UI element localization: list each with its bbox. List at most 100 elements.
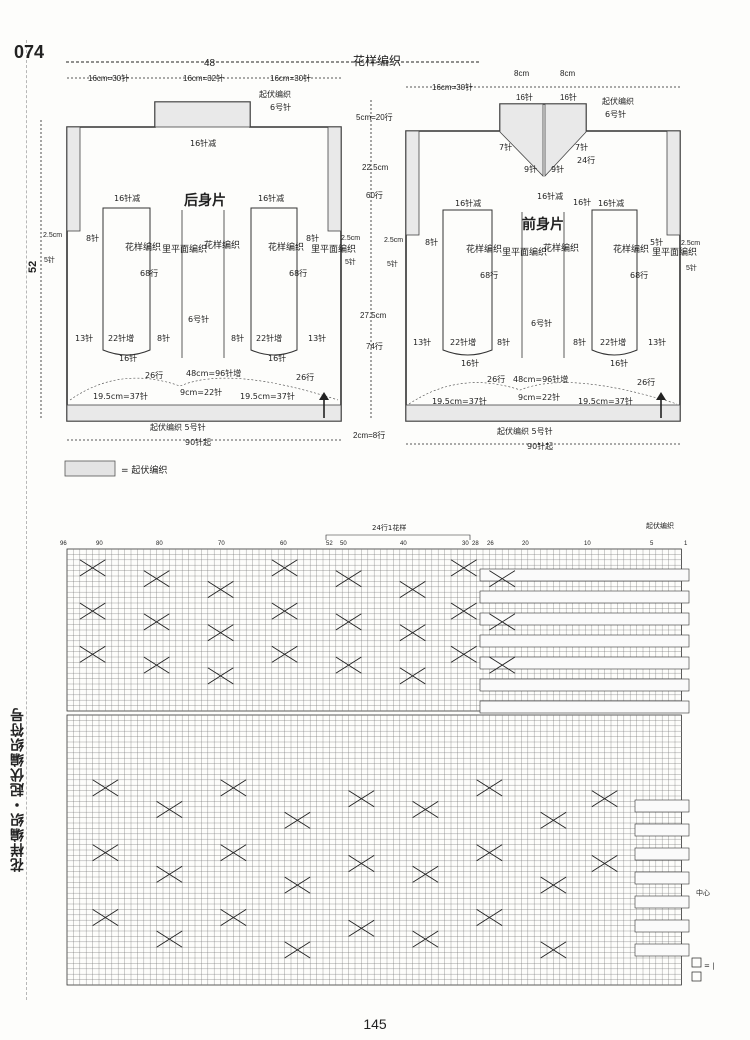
lower-cable-0 xyxy=(92,779,119,797)
back-title: 后身片 xyxy=(184,192,226,209)
front-neck-right-stitches: 16针 xyxy=(560,92,577,102)
lower-cable-3 xyxy=(156,801,183,818)
front-pattern-center: 花样编织 xyxy=(543,242,579,254)
upper-cable-13 xyxy=(335,613,362,631)
lower-cable-9 xyxy=(284,811,311,829)
front-pattern-left: 花样编织 xyxy=(466,243,502,255)
front-neck-decrease: 16针减 xyxy=(537,191,563,201)
back-armhole-band-left: 2.5cm xyxy=(43,232,62,239)
upper-cable-19 xyxy=(450,602,477,620)
upper-cable-3 xyxy=(143,570,170,588)
garter-tab-0 xyxy=(479,568,690,582)
section-title: 花样编织 xyxy=(353,53,401,68)
back-neck-needle-label: 6号针 xyxy=(270,102,291,112)
back-hem-center: 9cm=22针 xyxy=(180,387,222,397)
chart-column-label: 10 xyxy=(584,541,591,547)
back-cable-panel-left xyxy=(102,207,151,356)
front-neck-stitch-left: 7针 xyxy=(499,142,512,152)
back-shoulder-left: 16cm=30针 xyxy=(88,73,129,83)
front-cable-panel-left xyxy=(442,209,493,356)
repeat-bracket xyxy=(325,534,471,540)
back-neck-garter-label: 起伏编织 xyxy=(259,89,291,99)
back-neck-width: 16cm=32针 xyxy=(183,73,224,83)
back-increase-left: 22针增 xyxy=(108,333,134,343)
back-panel-decrease-left: 16针减 xyxy=(114,193,140,203)
lower-cable-15 xyxy=(412,801,439,818)
front-side-right-stitches: 5针 xyxy=(650,237,663,247)
chart-column-label: 28 xyxy=(472,541,479,547)
garter-tab-lower-3 xyxy=(634,871,690,885)
garter-tab-lower-2 xyxy=(634,847,690,861)
front-rows-26-left: 26行 xyxy=(487,374,505,384)
upper-cable-7 xyxy=(207,624,234,642)
front-stockinette-right: 里平面编织 xyxy=(652,246,697,258)
middle-measures: 5cm=20行 22.5cm 60行 27.5cm 74行 2cm=8行 xyxy=(353,100,393,440)
garter-tab-3 xyxy=(479,634,690,648)
upper-cable-2 xyxy=(79,645,106,663)
garter-tab-lower-5 xyxy=(634,919,690,933)
upper-cable-23 xyxy=(489,656,516,674)
back-center-needle: 6号针 xyxy=(188,314,209,324)
upper-cable-16 xyxy=(399,624,426,642)
front-pattern-right: 花样编织 xyxy=(613,243,649,255)
back-neck-decrease: 16针减 xyxy=(190,138,216,148)
back-bottom-right: 16针 xyxy=(268,353,286,363)
lower-cable-6 xyxy=(220,779,247,797)
upper-cable-12 xyxy=(335,570,362,588)
front-cast-on: 90针起 xyxy=(527,441,553,451)
lower-cable-8 xyxy=(220,909,247,926)
garter-tab-2 xyxy=(479,612,690,626)
lower-cable-13 xyxy=(348,855,375,872)
back-rows-left: 68行 xyxy=(140,268,158,278)
chart-column-label: 5 xyxy=(650,541,654,547)
front-armhole-band-left: 2.5cm xyxy=(384,237,403,244)
back-side-right-stitches: 8针 xyxy=(306,233,319,243)
garter-tab-lower-0 xyxy=(634,799,690,813)
repeat-label: 24行1花样 xyxy=(372,523,406,532)
symbol-knit-box xyxy=(691,957,702,968)
upper-cable-5 xyxy=(143,656,170,674)
page-number: 145 xyxy=(363,1016,387,1032)
chart-column-label: 60 xyxy=(280,541,287,547)
upper-cable-0 xyxy=(79,559,106,577)
back-mid-right: 8针 xyxy=(231,333,244,343)
chart-column-label: 1 xyxy=(684,541,688,547)
upper-cable-8 xyxy=(207,667,234,685)
garter-chart-label: 起伏编织 xyxy=(646,521,674,530)
chart-column-label: 70 xyxy=(218,541,225,547)
lower-cable-1 xyxy=(92,844,119,862)
garter-tab-4 xyxy=(479,656,690,670)
front-center-needle: 6号针 xyxy=(531,318,552,328)
front-armhole-stitches-left: 5针 xyxy=(387,259,398,268)
upper-cable-18 xyxy=(450,559,477,577)
front-shoulder-left: 16cm=30针 xyxy=(432,82,473,92)
lower-cable-20 xyxy=(476,909,503,926)
garter-tab-lower-6 xyxy=(634,943,690,957)
stitch-chart-lower xyxy=(66,714,690,986)
back-rows-right: 68行 xyxy=(289,268,307,278)
front-neck-band-right xyxy=(544,103,587,178)
front-piece: 16cm=30针 8cm 8cm 16针 16针 起伏编织 6号针 7针 7针 … xyxy=(384,69,700,451)
body-rows: 74行 xyxy=(366,341,383,351)
yoke-rows: 60行 xyxy=(366,190,383,200)
back-mid-left: 8针 xyxy=(157,333,170,343)
front-lower-left: 13针 xyxy=(413,337,431,347)
back-hem-right: 19.5cm=37针 xyxy=(240,391,295,401)
front-cable-panel-right xyxy=(591,209,638,356)
legend-swatch xyxy=(64,460,116,477)
body-depth: 27.5cm xyxy=(360,311,387,320)
upper-cable-14 xyxy=(335,656,362,674)
back-bottom-left: 16针 xyxy=(119,353,137,363)
front-direction-arrowhead xyxy=(656,392,666,400)
front-rows-26-right: 26行 xyxy=(637,377,655,387)
chart-column-label: 50 xyxy=(340,541,347,547)
lower-cable-23 xyxy=(540,941,567,959)
back-hem-garter: 起伏编织 5号针 xyxy=(150,422,206,432)
lower-cable-4 xyxy=(156,865,183,883)
upper-cable-17 xyxy=(399,667,426,685)
chart-column-label: 20 xyxy=(522,541,529,547)
back-height: 52 xyxy=(27,261,39,273)
back-hem-band xyxy=(66,404,342,422)
chart-column-label: 52 xyxy=(326,541,333,547)
front-hem-center: 9cm=22针 xyxy=(518,392,560,402)
